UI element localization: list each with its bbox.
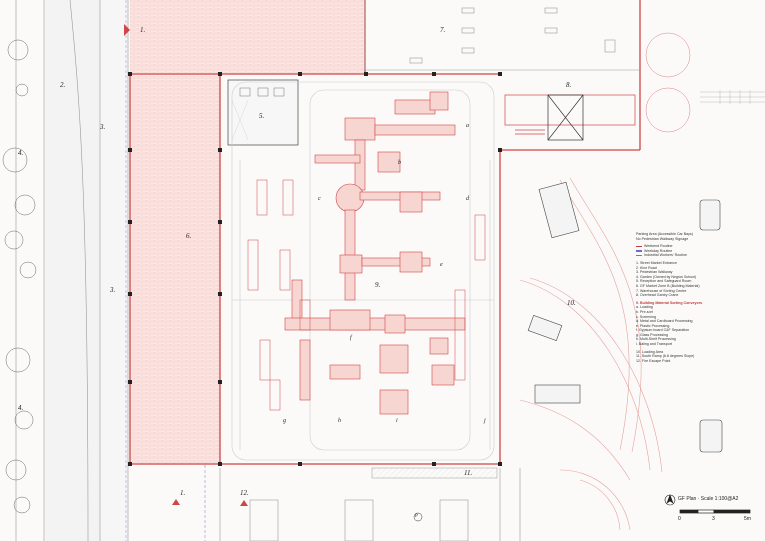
conveyor-mark-e: e — [440, 262, 443, 268]
area-label-6: 6. — [186, 232, 192, 240]
area-label-12: 12. — [240, 489, 249, 497]
legend-parking-marker: Parking Area (Accessible Car Bays) — [636, 232, 693, 236]
legend-routines: Weekend Routine Weekday Routine Industri… — [636, 244, 754, 258]
market-zone-b — [130, 74, 220, 464]
scale-bar — [679, 509, 751, 514]
area-label-2: 2. — [60, 81, 66, 89]
south-ramp — [371, 467, 498, 479]
routine-swatch — [636, 245, 642, 248]
legend-item: 12. Fire Escape Point — [636, 358, 671, 363]
legend-item: 1. Street Market Entrance — [636, 260, 677, 265]
pedestrian-walkway — [100, 0, 128, 541]
area-label-9: 9. — [375, 281, 381, 289]
legend-item: 6. GF Market Zone B (Building Material) — [636, 283, 700, 288]
legend-item: 5. Reception and Safeguard Room — [636, 279, 692, 284]
legend-marker-row: No Pedestrian Walkway Signage — [636, 237, 754, 242]
routine-swatch — [636, 250, 642, 252]
street-tree — [645, 32, 691, 133]
legend-item: 11. South Ramp (6.8 degrees Slope) — [636, 354, 695, 359]
area-label-5: 5. — [259, 112, 265, 120]
conveyor-mark-a: a — [466, 123, 469, 129]
overhead-gantry-crane — [504, 94, 636, 141]
north-arrow-icon — [664, 494, 676, 506]
plan-title-block: GF Plan · Scale 1:100@A2 0 3 5m — [662, 490, 752, 530]
legend-process-item: g. Glass Processing — [636, 332, 668, 337]
conveyor-mark-g: g — [283, 418, 286, 424]
forecourt-paving — [130, 0, 365, 74]
legend-process-item: a. Loading — [636, 305, 653, 310]
loading-area-tracks — [519, 177, 663, 531]
area-label-3-mid: 3. — [110, 286, 116, 294]
conveyor-mark-j: j — [484, 418, 486, 424]
legend-routine: Industrial Workers' Routine — [644, 253, 687, 258]
legend-process-item: c. Screening — [636, 314, 656, 319]
legend-item: 10. Loading Area — [636, 349, 664, 354]
area-label-11: 11. — [464, 469, 473, 477]
legend-process-title: 9. Building Material Sorting Conveyors — [636, 300, 703, 305]
plan-legend: Parking Area (Accessible Car Bays) No Pe… — [636, 232, 754, 363]
conveyor-mark-f: f — [350, 335, 352, 341]
legend-process-item: d. Metal and Cardboard Processing — [636, 319, 693, 324]
legend-marker-row: Parking Area (Accessible Car Bays) — [636, 232, 754, 237]
area-label-4-bottom: 4. — [18, 404, 24, 412]
sorting-conveyors — [284, 91, 466, 415]
kine-road — [45, 0, 100, 541]
conveyor-mark-i: i — [396, 418, 398, 424]
conveyor-mark-c: c — [318, 196, 321, 202]
conveyor-mark-h: h — [338, 418, 341, 424]
scale-tick-5m: 5m — [744, 516, 751, 522]
parking-mark: P — [415, 514, 418, 519]
area-label-7: 7. — [440, 26, 446, 34]
routine-swatch — [636, 254, 642, 257]
entrance-marker-top — [124, 24, 130, 36]
legend-item: 2. Kine Road — [636, 265, 657, 270]
fire-escape-marker — [240, 500, 248, 506]
area-label-3-top: 3. — [100, 123, 106, 131]
legend-process-item: i. Baling and Transport — [636, 342, 672, 347]
legend-routine: Weekday Routine — [644, 248, 673, 253]
area-label-1-top: 1. — [140, 26, 146, 34]
area-label-1-bottom: 1. — [180, 489, 186, 497]
garden-trees — [2, 39, 37, 514]
conveyor-mark-b: b — [398, 160, 401, 166]
legend-process-item: f. Gypsum board C&F Separation — [636, 328, 690, 333]
legend-routine: Weekend Routine — [644, 244, 673, 249]
legend-process-item: b. Pre-sort — [636, 309, 653, 314]
legend-process-item: e. Plastic Processing — [636, 323, 670, 328]
legend-item: 3. Pedestrian Walkway — [636, 270, 673, 275]
legend-item: 7. Warehouse of Sorting Centre — [636, 288, 687, 293]
warehouse-markings — [364, 0, 640, 71]
parking-marker — [413, 512, 423, 522]
area-label-10: 10. — [567, 299, 576, 307]
legend-signage-marker: No Pedestrian Walkway Signage — [636, 236, 689, 241]
area-label-4-top: 4. — [18, 149, 24, 157]
legend-item: 4. Garden (Owned by Negros School) — [636, 274, 697, 279]
conveyor-mark-d: d — [466, 196, 469, 202]
scale-tick-0: 0 — [678, 516, 681, 522]
legend-item: 8. Overhead Gantry Crane — [636, 293, 679, 298]
reception-room — [227, 79, 299, 146]
entrance-marker-bottom — [172, 499, 180, 505]
plan-title: GF Plan · Scale 1:100@A2 — [678, 496, 739, 502]
legend-process-item: h. Multi-Shelf Processing — [636, 337, 676, 342]
scale-tick-3: 3 — [712, 516, 715, 522]
area-label-8: 8. — [566, 81, 572, 89]
